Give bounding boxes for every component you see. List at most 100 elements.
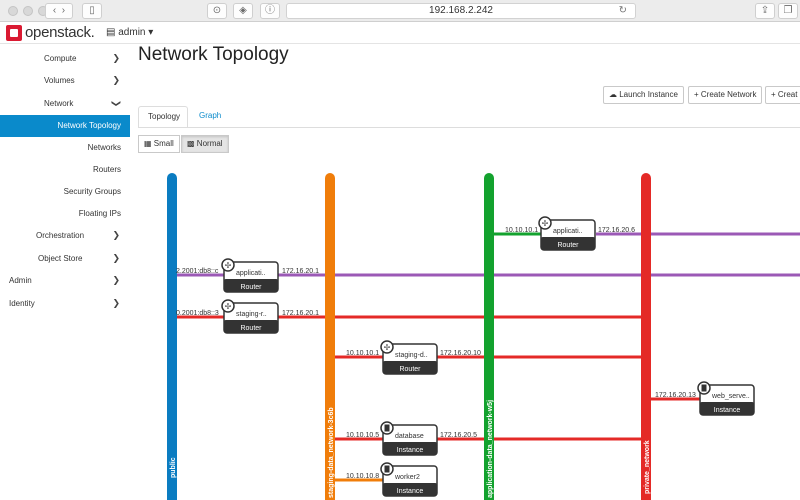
grid-small-icon: ▦ xyxy=(144,139,152,148)
launch-instance-label: Launch Instance xyxy=(619,90,678,99)
router-icon-glyph: ✢ xyxy=(542,219,549,228)
ip-label: 172.16.20.5 xyxy=(440,432,477,439)
caret-down-icon: ▾ xyxy=(148,27,154,38)
node-name: database xyxy=(395,433,424,440)
share-icon[interactable]: ⇪ xyxy=(755,3,775,19)
sidebar-item-identity[interactable]: Identity xyxy=(9,299,35,308)
launch-instance-button[interactable]: ☁ Launch Instance xyxy=(603,86,684,104)
node-type-bar xyxy=(383,483,437,496)
sidebar-toggle-icon[interactable]: ▯ xyxy=(82,3,102,19)
close-window-icon[interactable] xyxy=(8,6,18,16)
router-node-staging-2[interactable]: ✢ staging-d.. Router xyxy=(380,340,438,375)
node-type: Router xyxy=(557,242,579,249)
project-selector[interactable]: ▤ admin ▾ xyxy=(106,27,153,38)
create-router-button[interactable]: + Creat xyxy=(765,86,800,104)
router-icon xyxy=(221,299,235,313)
chevron-right-icon: ❯ xyxy=(112,253,120,263)
sidebar-item-label: Network xyxy=(44,99,74,108)
network-staging-data[interactable]: staging-data_network-3c6b xyxy=(325,173,335,500)
router-icon-glyph: ✢ xyxy=(384,343,391,352)
node-name: worker2 xyxy=(394,474,420,481)
size-small-label: Small xyxy=(153,139,174,148)
network-bar-private[interactable] xyxy=(641,173,651,500)
sidebar-item-volumes[interactable]: Volumes xyxy=(44,76,75,85)
ip-label: 172.16.20.10 xyxy=(440,350,481,357)
url-text: 192.168.2.242 xyxy=(429,5,493,16)
network-label-public: public xyxy=(170,457,177,478)
create-network-button[interactable]: + Create Network xyxy=(688,86,763,104)
size-normal-toggle[interactable]: ▩ Normal xyxy=(181,135,229,153)
node-name: staging-d.. xyxy=(395,352,428,359)
openstack-logo-text[interactable]: openstack. xyxy=(25,24,95,41)
router-node-application-2[interactable]: ✢ applicati.. Router xyxy=(538,216,596,251)
browser-toolbar: ‹ › ▯ ⊙ ◈ ⓘ 192.168.2.242 ↻ ⇪ ❐ xyxy=(0,0,800,22)
chevron-right-icon: ❯ xyxy=(112,298,120,308)
network-application-data[interactable]: application-data_network-w5j xyxy=(484,173,494,500)
sidebar-item-floating-ips[interactable]: Floating IPs xyxy=(79,209,121,218)
ip-label: 172.16.20.6 xyxy=(598,227,635,234)
node-name: staging-r.. xyxy=(236,311,267,318)
sidebar-item-compute[interactable]: Compute xyxy=(44,54,130,63)
minimize-window-icon[interactable] xyxy=(23,6,33,16)
sidebar-item-network[interactable]: Network xyxy=(44,99,73,108)
sidebar-item-label: Orchestration xyxy=(36,231,85,240)
router-node-application-1[interactable]: ✢ applicati.. Router xyxy=(221,258,279,293)
tab-topology[interactable]: Topology xyxy=(138,106,188,128)
tab-divider xyxy=(138,127,800,128)
size-small-toggle[interactable]: ▦ Small xyxy=(138,135,180,153)
ip-label: 0.2001:db8::3 xyxy=(176,310,219,317)
sidebar-item-network-topology[interactable]: Network Topology xyxy=(0,115,130,137)
sidebar-item-admin[interactable]: Admin xyxy=(9,276,32,285)
sidebar-item-object-store[interactable]: Object Store xyxy=(38,254,82,263)
node-type: Instance xyxy=(397,447,424,454)
privacy-icon[interactable]: ⊙ xyxy=(207,3,227,19)
instance-node-web-server[interactable]: web_serve.. Instance xyxy=(697,381,755,416)
instance-node-database[interactable]: database Instance xyxy=(380,421,438,456)
sidebar-item-label: Networks xyxy=(87,143,121,152)
network-bar-public[interactable] xyxy=(167,173,177,500)
sidebar-item-label: Admin xyxy=(9,276,32,285)
sidebar-item-security-groups[interactable]: Security Groups xyxy=(64,187,121,196)
cloud-upload-icon: ☁ xyxy=(609,90,617,99)
shield-icon[interactable]: ◈ xyxy=(233,3,253,19)
page-title: Network Topology xyxy=(138,44,289,65)
back-forward-buttons[interactable]: ‹ › xyxy=(45,3,73,19)
node-name: applicati.. xyxy=(236,270,266,277)
size-normal-label: Normal xyxy=(196,139,223,148)
router-icon xyxy=(538,216,552,230)
network-bar-application-data[interactable] xyxy=(484,173,494,500)
ip-label: 10.10.10.5 xyxy=(346,432,379,439)
network-private[interactable]: private_network xyxy=(641,173,651,500)
node-name: applicati.. xyxy=(553,228,583,235)
address-bar[interactable]: 192.168.2.242 ↻ xyxy=(286,3,636,19)
ip-label: 2.2001:db8::c xyxy=(176,268,219,275)
openstack-logo-icon[interactable] xyxy=(6,25,22,41)
tab-graph[interactable]: Graph xyxy=(199,111,222,120)
router-node-staging-1[interactable]: ✢ staging-r.. Router xyxy=(221,299,279,334)
node-type: Router xyxy=(399,366,421,373)
network-bar-staging-data[interactable] xyxy=(325,173,335,500)
node-type-bar xyxy=(700,402,754,415)
network-public[interactable]: public xyxy=(167,173,177,500)
sidebar-item-routers[interactable]: Routers xyxy=(93,165,121,174)
instance-node-worker2[interactable]: worker2 Instance xyxy=(380,462,438,497)
sidebar-item-label: Routers xyxy=(92,165,121,174)
sidebar-item-networks[interactable]: Networks xyxy=(88,143,121,152)
ip-label: 172.16.20.1 xyxy=(282,268,319,275)
sidebar-item-label: Network Topology xyxy=(57,121,121,130)
node-type: Instance xyxy=(714,407,741,414)
reload-icon[interactable]: ↻ xyxy=(618,5,627,16)
node-type: Router xyxy=(240,284,262,291)
chevron-down-icon: ❯ xyxy=(111,99,122,108)
tabs-icon[interactable]: ❐ xyxy=(778,3,798,19)
ip-label: 172.16.20.13 xyxy=(655,392,696,399)
node-type: Router xyxy=(240,325,262,332)
info-icon[interactable]: ⓘ xyxy=(260,3,280,19)
grid-normal-icon: ▩ xyxy=(187,139,195,148)
chevron-right-icon: ❯ xyxy=(112,275,120,285)
sidebar-item-orchestration[interactable]: Orchestration xyxy=(36,231,84,240)
ip-label: 172.16.20.1 xyxy=(282,310,319,317)
sidebar-item-label: Identity xyxy=(9,299,35,308)
node-type-bar xyxy=(224,279,278,292)
ip-label: 10.10.10.1 xyxy=(346,350,379,357)
